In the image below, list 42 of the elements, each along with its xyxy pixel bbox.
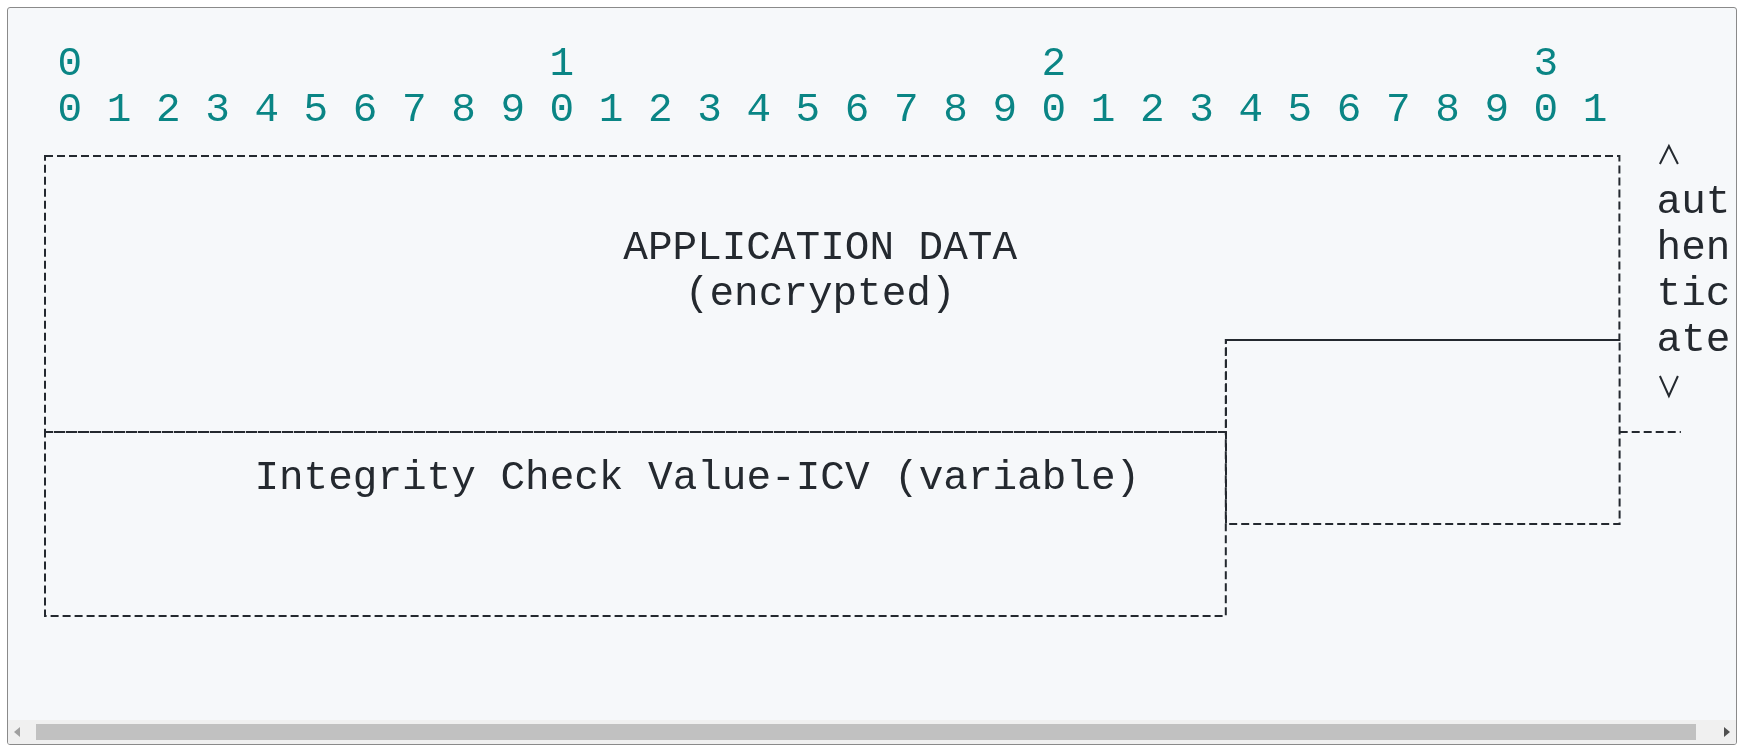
bit-number: 5 bbox=[1287, 87, 1313, 133]
bit-number: 2 bbox=[156, 87, 181, 133]
side-label: aut hen tic ate bbox=[1656, 179, 1732, 363]
bit-number: 6 bbox=[352, 87, 378, 133]
packet-field-box bbox=[45, 432, 1227, 616]
bit-number: 2 bbox=[648, 87, 673, 133]
packet-field-box bbox=[1226, 340, 1620, 524]
bit-number: 9 bbox=[1484, 87, 1509, 133]
bit-number: 4 bbox=[1238, 87, 1263, 133]
field-label: APPLICATION DATA (encrypted) bbox=[622, 225, 1018, 317]
bit-number: 1 bbox=[106, 87, 132, 133]
bit-number: 1 bbox=[598, 87, 624, 133]
bit-number: 0 bbox=[57, 41, 83, 87]
bit-number: 6 bbox=[1336, 87, 1362, 133]
bit-number: 3 bbox=[1533, 41, 1559, 87]
bit-number: 1 bbox=[1090, 87, 1116, 133]
bit-number: 7 bbox=[402, 87, 427, 133]
bit-number: 2 bbox=[1140, 87, 1165, 133]
bit-number: 7 bbox=[894, 87, 919, 133]
packet-field-box bbox=[45, 156, 1620, 432]
field-label: Integrity Check Value-ICV (variable) bbox=[254, 455, 1141, 501]
bit-number: 1 bbox=[1582, 87, 1608, 133]
bit-number: 0 bbox=[1041, 87, 1067, 133]
bit-number: 3 bbox=[1189, 87, 1214, 133]
bit-number: 3 bbox=[697, 87, 722, 133]
bit-number: 0 bbox=[549, 87, 575, 133]
bit-number: 9 bbox=[992, 87, 1017, 133]
bit-number: 8 bbox=[1435, 87, 1460, 133]
bit-number: 1 bbox=[549, 41, 575, 87]
bit-number: 8 bbox=[451, 87, 476, 133]
bit-number: 0 bbox=[1533, 87, 1559, 133]
bit-number: 5 bbox=[795, 87, 821, 133]
bit-number: 2 bbox=[1041, 41, 1067, 87]
bit-number: 6 bbox=[844, 87, 870, 133]
bit-number: 7 bbox=[1386, 87, 1411, 133]
bit-number: 4 bbox=[254, 87, 279, 133]
bit-number: 4 bbox=[746, 87, 771, 133]
bit-number: 9 bbox=[500, 87, 525, 133]
bit-number: 8 bbox=[943, 87, 968, 133]
bit-number: 0 bbox=[57, 87, 83, 133]
bit-number: 3 bbox=[205, 87, 230, 133]
bit-number: 5 bbox=[303, 87, 329, 133]
